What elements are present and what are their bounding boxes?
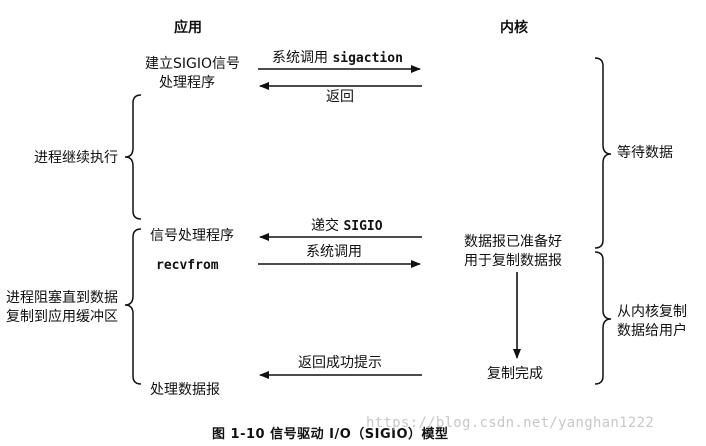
copy-complete-label: 复制完成 [487, 366, 543, 382]
syscall-label: 系统调用 [306, 244, 362, 260]
left-brace-continue [124, 94, 142, 220]
application-column-header: 应用 [174, 20, 202, 36]
datagram-ready-label-2: 用于复制数据报 [464, 253, 562, 269]
blocked-label-1: 进程阻塞直到数据 [6, 290, 118, 306]
blocked-label-2: 复制到应用缓冲区 [6, 309, 118, 325]
left-brace-blocked [124, 228, 142, 385]
copy-to-user-label-2: 数据给用户 [617, 323, 687, 339]
continue-exec-label: 进程继续执行 [34, 150, 118, 166]
signal-handler-label: 信号处理程序 [150, 228, 234, 244]
right-brace-wait [594, 57, 612, 249]
watermark: https://blog.csdn.net/yanghan1222 [366, 415, 655, 431]
deliver-sigio-label: 递交 SIGIO [311, 218, 383, 235]
recvfrom-label: recvfrom [156, 258, 219, 273]
syscall-prefix-text: 系统调用 [272, 50, 328, 66]
kernel-column-header: 内核 [500, 20, 528, 36]
establish-handler-label-2: 处理程序 [159, 75, 215, 91]
syscall-sigaction-label: 系统调用 sigaction [272, 50, 403, 67]
wait-data-label: 等待数据 [617, 145, 673, 161]
process-datagram-label: 处理数据报 [150, 382, 220, 398]
return-label: 返回 [326, 89, 354, 105]
deliver-prefix-text: 递交 [311, 218, 339, 234]
return-success-label: 返回成功提示 [298, 355, 382, 371]
sigio-text: SIGIO [343, 219, 383, 234]
right-brace-copy [594, 251, 612, 385]
datagram-ready-label-1: 数据报已准备好 [464, 234, 562, 250]
establish-handler-label-1: 建立SIGIO信号 [145, 56, 241, 72]
copy-to-user-label-1: 从内核复制 [617, 304, 687, 320]
sigaction-text: sigaction [332, 51, 403, 66]
figure-caption: 图 1-10 信号驱动 I/O（SIGIO）模型 [212, 427, 449, 442]
